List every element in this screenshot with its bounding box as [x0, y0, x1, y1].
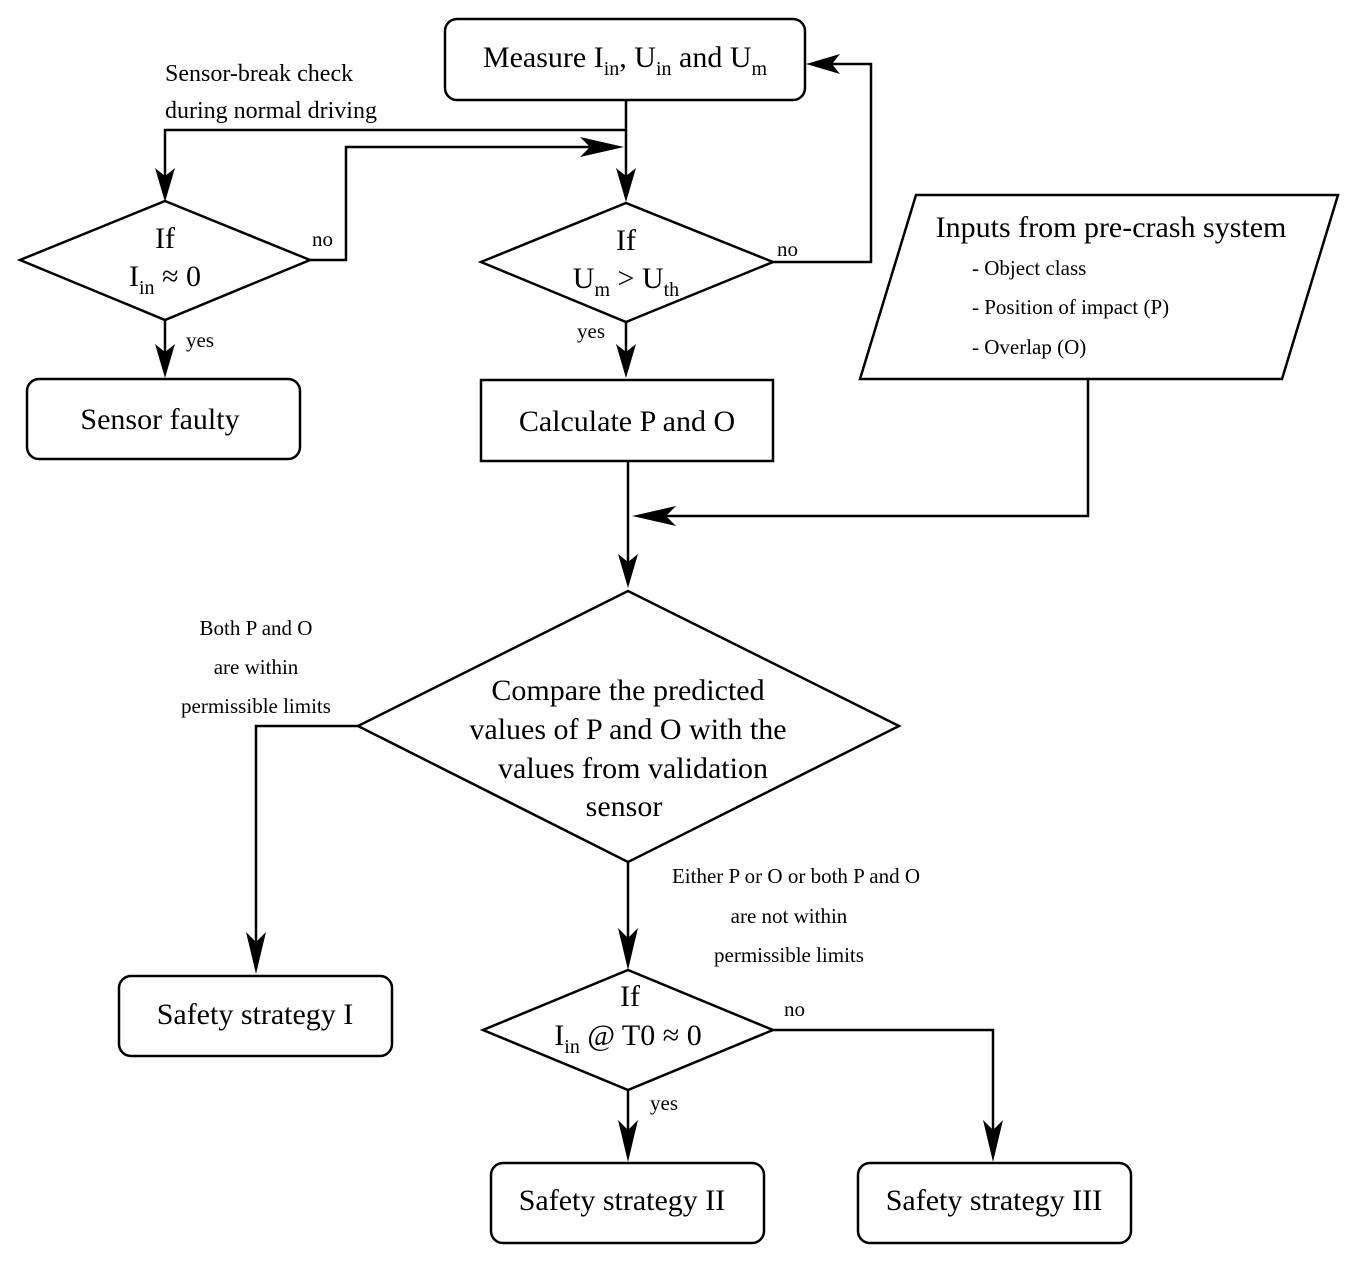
arrowhead — [632, 506, 676, 526]
node-inputs-item-2: - Position of impact (P) — [972, 295, 1169, 319]
edge-measure-to-iin-check — [163, 128, 626, 190]
arrowhead — [806, 54, 840, 74]
label-not-within-1: Either P or O or both P and O — [672, 864, 920, 888]
node-inputs-item-1: - Object class — [972, 256, 1086, 280]
node-check-um-line1: If — [616, 224, 636, 257]
node-compare-line2: values of P and O with the — [469, 713, 786, 746]
edge-t0-no — [773, 1028, 995, 1150]
node-check-t0: If Iin @ T0 ≈ 0 — [479, 968, 777, 1092]
arrowhead — [618, 554, 638, 588]
node-check-iin-line1: If — [155, 222, 175, 255]
node-strategy-2: Safety strategy II — [489, 1161, 766, 1245]
node-sensor-faulty: Sensor faulty — [25, 377, 302, 461]
node-strategy-3: Safety strategy III — [856, 1161, 1133, 1245]
node-compare-line4: sensor — [586, 790, 663, 823]
node-check-t0-line2: Iin @ T0 ≈ 0 — [554, 1019, 701, 1058]
label-within-3: permissible limits — [181, 694, 331, 718]
arrowhead — [616, 168, 636, 202]
label-within-2: are within — [214, 655, 299, 679]
node-inputs-title: Inputs from pre-crash system — [936, 211, 1287, 244]
edge-inputs-to-main — [644, 379, 1090, 518]
label-sensor-break-1: Sensor-break check — [165, 61, 353, 87]
label-not-within-3: permissible limits — [714, 943, 864, 967]
node-calculate: Calculate P and O — [479, 378, 775, 463]
label-um-no: no — [777, 237, 798, 261]
node-calculate-label: Calculate P and O — [519, 405, 735, 438]
arrowhead — [983, 1120, 1003, 1162]
node-strategy-2-label: Safety strategy II — [519, 1184, 726, 1217]
node-strategy-1: Safety strategy I — [117, 974, 394, 1058]
label-t0-yes: yes — [650, 1091, 678, 1115]
node-compare: Compare the predicted values of P and O … — [355, 589, 902, 864]
node-check-t0-line1: If — [620, 980, 640, 1013]
edge-iin-no — [310, 145, 612, 262]
label-iin-yes: yes — [186, 328, 214, 352]
arrowhead — [618, 1120, 638, 1162]
label-um-yes: yes — [577, 319, 605, 343]
label-sensor-break-2: during normal driving — [165, 98, 377, 124]
node-inputs: Inputs from pre-crash system - Object cl… — [858, 193, 1340, 381]
node-compare-line1: Compare the predicted — [491, 674, 764, 707]
arrowhead — [618, 928, 638, 970]
node-check-um-line2: Um > Uth — [573, 262, 679, 301]
node-check-iin-line2: Iin ≈ 0 — [129, 260, 201, 299]
label-within-1: Both P and O — [200, 616, 313, 640]
edge-compare-within — [254, 724, 358, 962]
edge-um-no — [773, 62, 873, 264]
arrowhead — [616, 344, 636, 378]
node-compare-line3: values from validation — [498, 752, 768, 785]
node-measure-label: Measure Iin, Uin and Um — [483, 41, 768, 80]
arrowhead — [155, 344, 175, 378]
node-check-iin: If Iin ≈ 0 — [16, 199, 314, 322]
arrowhead — [246, 932, 266, 974]
node-strategy-1-label: Safety strategy I — [157, 998, 354, 1031]
label-iin-no: no — [312, 227, 333, 251]
node-check-um: If Um > Uth — [477, 201, 777, 324]
label-t0-no: no — [784, 997, 805, 1021]
arrowhead — [580, 137, 624, 157]
node-strategy-3-label: Safety strategy III — [886, 1184, 1103, 1217]
node-measure: Measure Iin, Uin and Um — [443, 17, 807, 102]
node-sensor-faulty-label: Sensor faulty — [80, 403, 239, 436]
label-not-within-2: are not within — [731, 904, 848, 928]
node-inputs-item-3: - Overlap (O) — [972, 335, 1086, 359]
arrowhead — [155, 168, 175, 202]
